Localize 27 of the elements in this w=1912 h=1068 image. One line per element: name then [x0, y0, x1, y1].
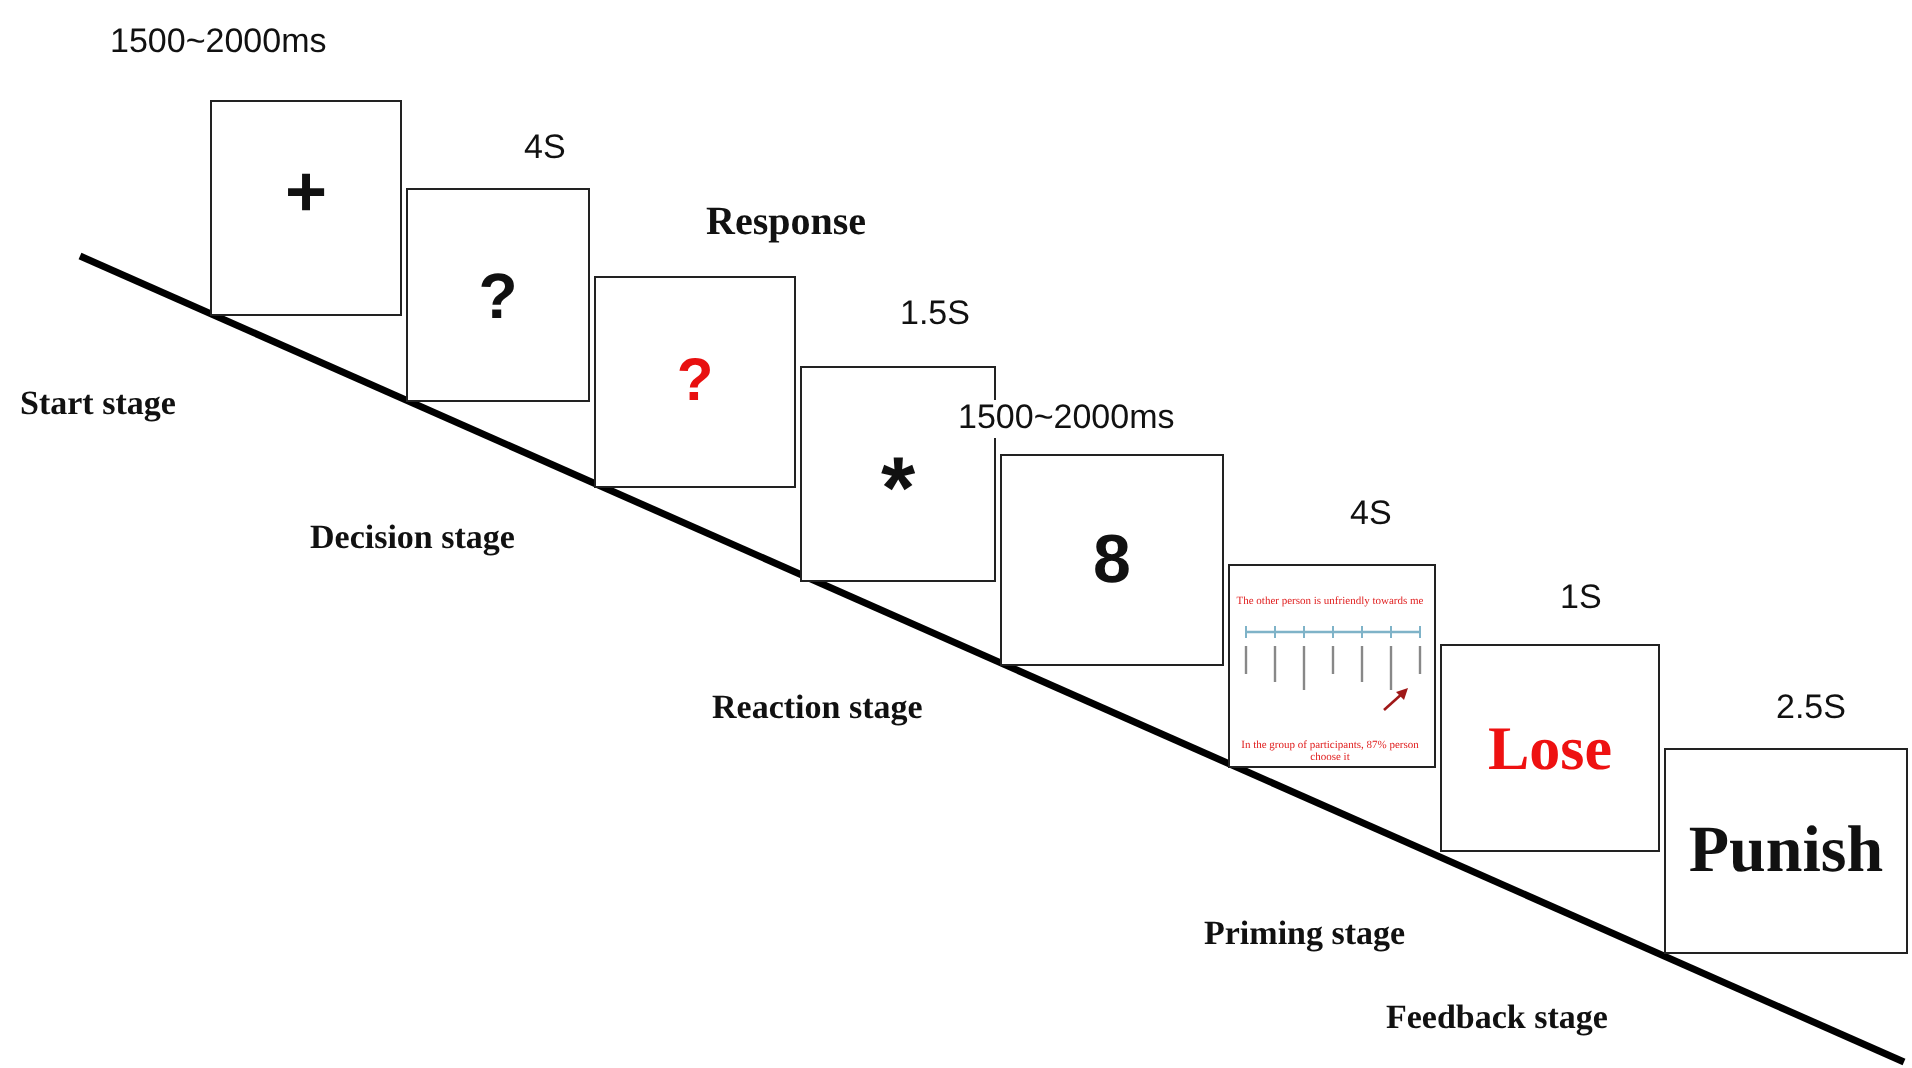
stage-label: Start stage [20, 386, 176, 424]
stimulus-screen [594, 276, 796, 488]
duration-label: 1500~2000ms [954, 400, 1179, 438]
duration-label: 1S [1560, 580, 1602, 618]
screen-text: ? [478, 263, 518, 327]
screen-text: Punish [1688, 818, 1884, 884]
duration-label: 4S [1350, 496, 1392, 534]
duration-label: 4S [524, 130, 566, 168]
screen-text: ? [676, 352, 714, 412]
screen-text: 8 [1093, 526, 1131, 594]
stage-label: Priming stage [1204, 916, 1406, 954]
stimulus-screen [1228, 564, 1436, 768]
stimulus-screen [1000, 454, 1224, 666]
stage-label: Decision stage [310, 520, 515, 558]
duration-label: 1500~2000ms [110, 24, 327, 62]
screen-text: * [880, 446, 916, 534]
stage-label: Feedback stage [1386, 1000, 1608, 1038]
stage-label: Reaction stage [712, 690, 923, 728]
screen-text: Lose [1488, 717, 1612, 779]
duration-label: 1.5S [900, 296, 970, 334]
stimulus-screen [210, 100, 402, 316]
response-label: Response [706, 200, 867, 244]
stimulus-screen [406, 188, 590, 402]
stimulus-screen [1440, 644, 1660, 852]
stimulus-screen [1664, 748, 1908, 954]
duration-label: 2.5S [1776, 690, 1846, 728]
screen-text: + [284, 156, 328, 228]
